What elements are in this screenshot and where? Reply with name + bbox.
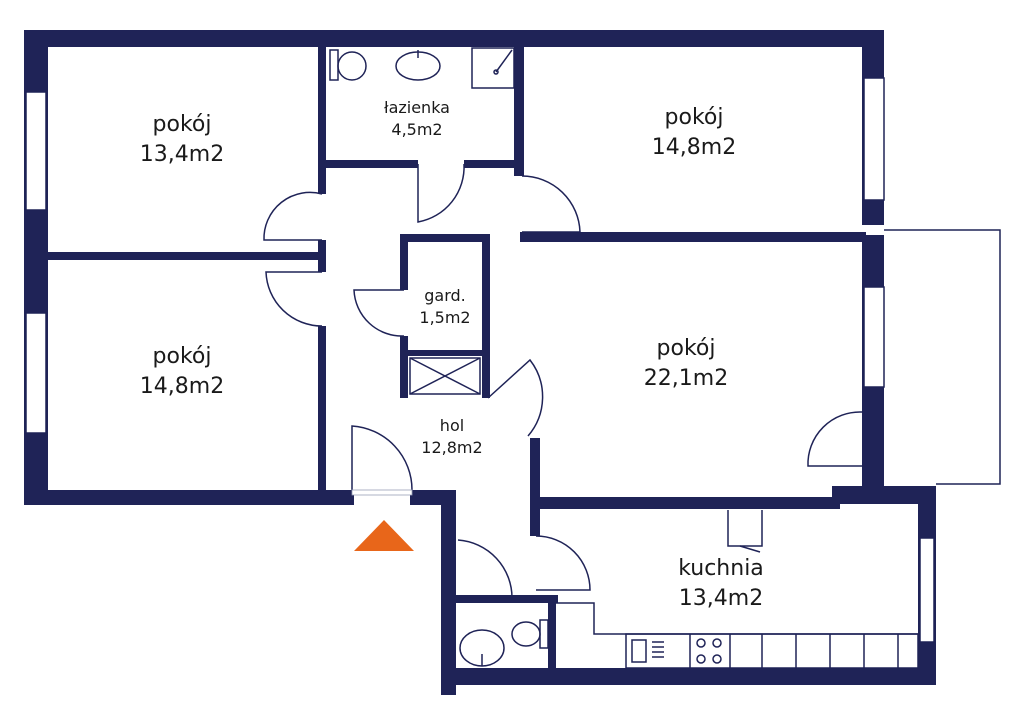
fridge-icon — [727, 510, 763, 553]
room-name: pokój — [656, 336, 716, 361]
room-area: 1,5m2 — [419, 308, 471, 327]
wall-hall-west-mid — [318, 240, 326, 272]
top-wall — [24, 30, 884, 47]
room-label-pokoj-3: pokój 14,8m2 — [140, 342, 224, 402]
door-room-2 — [521, 175, 581, 233]
wall-bathroom-east — [514, 44, 524, 176]
wall-kitchen-north — [530, 497, 840, 509]
wall-wc-east-upper — [530, 500, 540, 536]
room-label-hol: hol 12,8m2 — [421, 415, 482, 459]
room-area: 22,1m2 — [643, 366, 729, 391]
balcony — [884, 229, 1001, 485]
room-label-garderoba: gard. 1,5m2 — [419, 285, 470, 329]
wall-wc-north — [448, 595, 558, 603]
wc-washbasin-icon — [459, 629, 505, 667]
door-room-1 — [263, 191, 323, 241]
wall-closet-west-lower — [400, 336, 408, 398]
bottom-left-wall — [24, 490, 354, 505]
door-closet — [353, 289, 405, 337]
wall-closet-south — [400, 350, 490, 356]
room-area: 12,8m2 — [421, 438, 483, 457]
bottom-wall — [441, 668, 936, 685]
room-name: pokój — [664, 105, 724, 130]
room-area: 14,8m2 — [139, 374, 225, 399]
wall-left-rooms-divider — [44, 252, 326, 260]
toilet-icon — [511, 619, 549, 649]
wall-hall-west-lower — [318, 326, 326, 496]
window-room-1 — [25, 91, 47, 211]
window-room-2 — [863, 77, 885, 201]
room-area: 13,4m2 — [139, 142, 225, 167]
wall-large-room-north — [520, 232, 866, 242]
window-room-4 — [863, 286, 885, 388]
room-label-pokoj-2: pokój 14,8m2 — [652, 103, 736, 163]
entrance-arrow-icon — [354, 520, 414, 551]
kitchen-counter — [556, 510, 919, 669]
sink-icon — [631, 639, 664, 663]
wall-large-room-west — [530, 438, 540, 512]
window-room-3 — [25, 312, 47, 434]
wall-closet-east — [482, 234, 490, 398]
right-wall-step — [832, 486, 936, 504]
shower-icon — [471, 47, 515, 89]
wall-hall-west-upper — [318, 44, 326, 194]
door-room-3 — [265, 271, 323, 327]
shaft — [409, 357, 481, 395]
door-wc — [457, 539, 513, 599]
entrance-threshold — [351, 489, 413, 496]
room-label-kuchnia: kuchnia 13,4m2 — [678, 554, 764, 614]
room-name: hol — [439, 416, 465, 435]
door-bathroom — [417, 163, 465, 223]
room-name: łazienka — [384, 98, 450, 117]
washbasin-icon — [395, 50, 441, 81]
hall-left-wall — [441, 490, 456, 695]
stove-icon — [696, 638, 722, 664]
window-kitchen — [919, 537, 935, 643]
room-area: 14,8m2 — [651, 135, 737, 160]
doors — [263, 163, 863, 599]
room-area: 4,5m2 — [391, 120, 443, 139]
door-kitchen — [535, 535, 591, 591]
wall-wc-east — [548, 595, 556, 675]
room-label-lazienka: łazienka 4,5m2 — [384, 97, 450, 141]
wall-bathroom-south-left — [318, 160, 418, 168]
door-room-4 — [487, 358, 544, 437]
windows — [25, 77, 935, 643]
entrance-door — [351, 425, 413, 491]
room-name: gard. — [424, 286, 466, 305]
room-label-pokoj-4: pokój 22,1m2 — [644, 334, 728, 394]
door-balcony — [807, 411, 863, 467]
room-name: pokój — [152, 344, 212, 369]
wall-closet-west-upper — [400, 234, 408, 290]
room-area: 13,4m2 — [678, 586, 764, 611]
room-label-pokoj-1: pokój 13,4m2 — [140, 110, 224, 170]
toilet-icon — [329, 49, 367, 81]
wall-bathroom-south-right — [464, 160, 522, 168]
room-name: kuchnia — [678, 556, 764, 581]
wall-closet-north — [400, 234, 490, 242]
room-name: pokój — [152, 112, 212, 137]
